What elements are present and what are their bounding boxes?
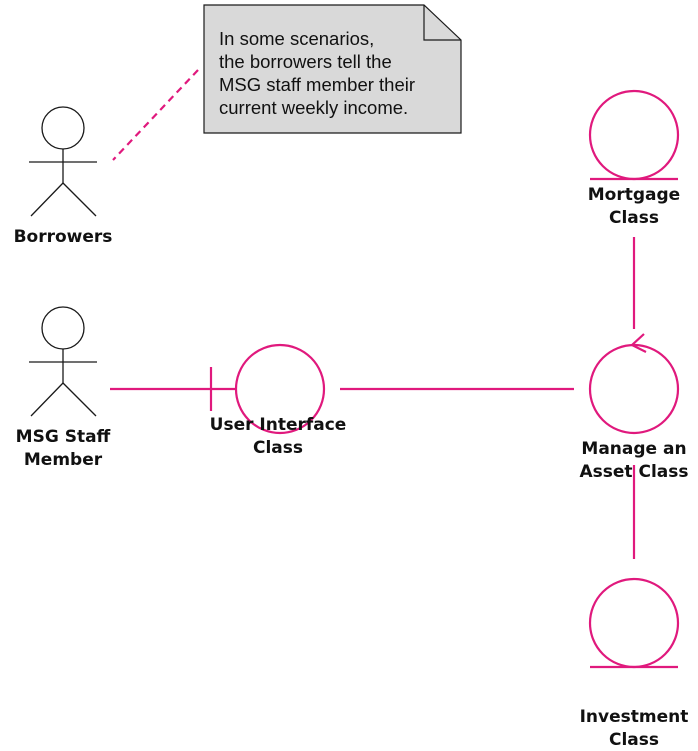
stick-figure-icon (29, 106, 97, 217)
note-line-4: current weekly income. (219, 97, 408, 118)
actor-label-borrowers: Borrowers (14, 227, 113, 247)
class-label-investment-line-2: Class (609, 730, 659, 750)
class-label-ui-line-2: Class (253, 438, 303, 458)
class-label-manage-line-2: Asset Class (580, 462, 689, 482)
class-label-investment-line-1: Investment (580, 707, 689, 727)
class-mortgage: Mortgage Class (588, 89, 680, 228)
note-folded-corner (423, 5, 461, 41)
class-label-ui-line-1: User Interface (210, 415, 347, 435)
note-line-2: the borrowers tell the (219, 51, 392, 72)
note: In some scenarios, the borrowers tell th… (203, 4, 462, 134)
stick-figure-icon (29, 306, 97, 417)
boundary-class-icon (209, 343, 326, 435)
class-label-mortgage-line-2: Class (609, 208, 659, 228)
note-anchor-line (112, 69, 199, 161)
entity-class-icon (588, 89, 680, 181)
class-label-manage-line-1: Manage an (581, 439, 686, 459)
control-class-icon (588, 333, 680, 435)
note-line-3: MSG staff member their (219, 74, 415, 95)
class-user-interface: User Interface Class (209, 343, 347, 458)
class-investment: Investment Class (580, 577, 689, 750)
note-box (203, 4, 462, 134)
entity-class-icon (588, 577, 680, 669)
class-label-mortgage-line-1: Mortgage (588, 185, 680, 205)
note-line-1: In some scenarios, (219, 28, 374, 49)
actor-msg-staff-member: MSG Staff Member (16, 306, 111, 470)
actor-label-staff-line-2: Member (24, 450, 103, 470)
class-manage-an-asset: Manage an Asset Class (580, 333, 689, 482)
actor-label-staff-line-1: MSG Staff (16, 427, 111, 447)
actor-borrowers: Borrowers (14, 106, 113, 247)
